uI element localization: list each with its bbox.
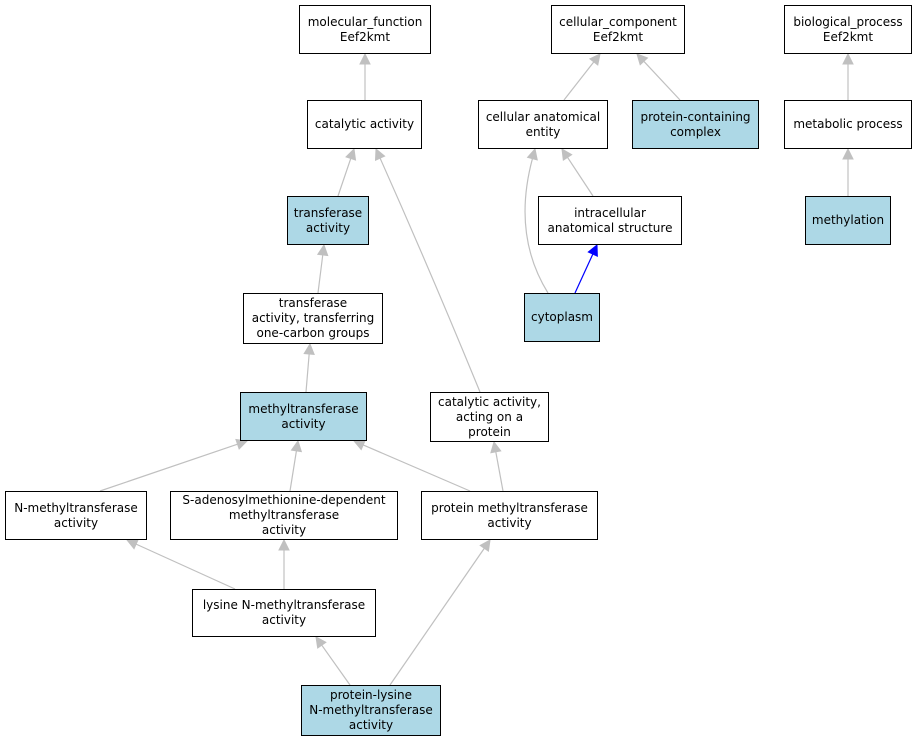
node-protein-containing-complex[interactable]: protein-containing complex bbox=[632, 100, 759, 149]
edge-line bbox=[379, 157, 481, 393]
arrowhead bbox=[303, 342, 315, 355]
edge-line bbox=[289, 450, 298, 492]
edge-sam-to-methyltransferase bbox=[289, 439, 303, 492]
edge-one_carbon-to-transferase bbox=[316, 243, 329, 294]
arrowhead bbox=[316, 243, 329, 257]
arrowhead bbox=[842, 147, 854, 160]
arrowhead bbox=[561, 148, 573, 161]
edge-prot_methyl-to-cat_protein bbox=[490, 440, 504, 492]
edge-cytoplasm-to-cell_anat bbox=[524, 147, 549, 294]
edge-line bbox=[321, 644, 351, 686]
edge-line bbox=[317, 254, 324, 294]
arrowhead bbox=[636, 53, 649, 66]
edge-prot_complex-to-cc_root bbox=[636, 53, 681, 101]
edge-line bbox=[135, 543, 236, 590]
arrowhead bbox=[526, 147, 538, 161]
node-metabolic-process[interactable]: metabolic process bbox=[784, 100, 912, 149]
node-intracellular-anatomical-structure[interactable]: intracellular anatomical structure bbox=[538, 196, 682, 245]
edge-n_methyl-to-methyltransferase bbox=[99, 438, 249, 492]
edge-line bbox=[643, 60, 681, 101]
arrowhead bbox=[290, 439, 303, 453]
node-lysine-n-methyltransferase-activity[interactable]: lysine N-methyltransferase activity bbox=[192, 589, 376, 637]
edge-methyltransferase-to-one_carbon bbox=[303, 342, 315, 393]
edge-prot_lysine-to-prot_methyl bbox=[389, 539, 491, 686]
edge-catalytic-to-mf_root bbox=[359, 52, 371, 100]
arrowhead bbox=[490, 440, 502, 454]
node-cellular-component-root[interactable]: cellular_component Eef2kmt bbox=[551, 5, 685, 54]
node-n-methyltransferase-activity[interactable]: N-methyltransferase activity bbox=[5, 491, 147, 540]
arrowhead bbox=[278, 538, 290, 551]
edge-line bbox=[563, 61, 595, 101]
arrowhead bbox=[315, 636, 327, 649]
edge-line bbox=[524, 158, 549, 294]
edge-methylation-to-metabolic bbox=[842, 147, 854, 196]
arrowhead bbox=[842, 52, 854, 65]
node-sam-dependent-methyltransferase[interactable]: S-adenosylmethionine-dependent methyltra… bbox=[170, 491, 398, 540]
node-cytoplasm[interactable]: cytoplasm bbox=[524, 293, 600, 342]
edge-line bbox=[305, 353, 310, 393]
edge-prot_lysine-to-lysine_n bbox=[315, 636, 351, 686]
arrowhead bbox=[479, 539, 491, 552]
edge-cytoplasm-to-intracellular bbox=[574, 243, 598, 294]
edge-prot_methyl-to-methyltransferase bbox=[352, 439, 471, 492]
arrowhead bbox=[587, 243, 598, 257]
edge-intracellular-to-cell_anat bbox=[561, 148, 594, 197]
node-methyltransferase-activity[interactable]: methyltransferase activity bbox=[240, 392, 367, 441]
arrowhead bbox=[588, 53, 601, 66]
edge-line bbox=[389, 547, 485, 686]
node-molecular-function-root[interactable]: molecular_function Eef2kmt bbox=[299, 5, 431, 54]
edge-line bbox=[362, 444, 471, 492]
edge-cell_anat-to-cc_root bbox=[563, 53, 601, 101]
arrowhead bbox=[345, 147, 357, 161]
arrowhead bbox=[125, 539, 139, 550]
arrowhead bbox=[359, 52, 371, 65]
edge-lysine_n-to-n_methyl bbox=[125, 539, 236, 590]
edge-line bbox=[574, 253, 594, 294]
node-cellular-anatomical-entity[interactable]: cellular anatomical entity bbox=[478, 100, 608, 149]
node-methylation[interactable]: methylation bbox=[805, 196, 891, 245]
edge-line bbox=[495, 451, 504, 492]
edge-line bbox=[567, 157, 594, 197]
node-catalytic-activity[interactable]: catalytic activity bbox=[307, 100, 422, 149]
edge-line bbox=[337, 158, 352, 197]
edge-transferase-to-catalytic bbox=[337, 147, 357, 197]
node-protein-lysine-n-methyltransferase[interactable]: protein-lysine N-methyltransferase activ… bbox=[301, 685, 441, 736]
node-biological-process-root[interactable]: biological_process Eef2kmt bbox=[784, 5, 912, 54]
edge-cat_protein-to-catalytic bbox=[374, 147, 481, 393]
arrowhead bbox=[352, 439, 366, 451]
edge-line bbox=[99, 443, 238, 492]
edge-lysine_n-to-sam bbox=[278, 538, 290, 589]
node-transferase-activity[interactable]: transferase activity bbox=[287, 196, 369, 245]
node-protein-methyltransferase-activity[interactable]: protein methyltransferase activity bbox=[421, 491, 598, 540]
node-transferase-one-carbon-groups[interactable]: transferase activity, transferring one-c… bbox=[243, 293, 383, 344]
edge-metabolic-to-bp_root bbox=[842, 52, 854, 100]
arrowhead bbox=[374, 147, 386, 161]
node-catalytic-activity-acting-on-protein[interactable]: catalytic activity, acting on a protein bbox=[430, 392, 549, 442]
